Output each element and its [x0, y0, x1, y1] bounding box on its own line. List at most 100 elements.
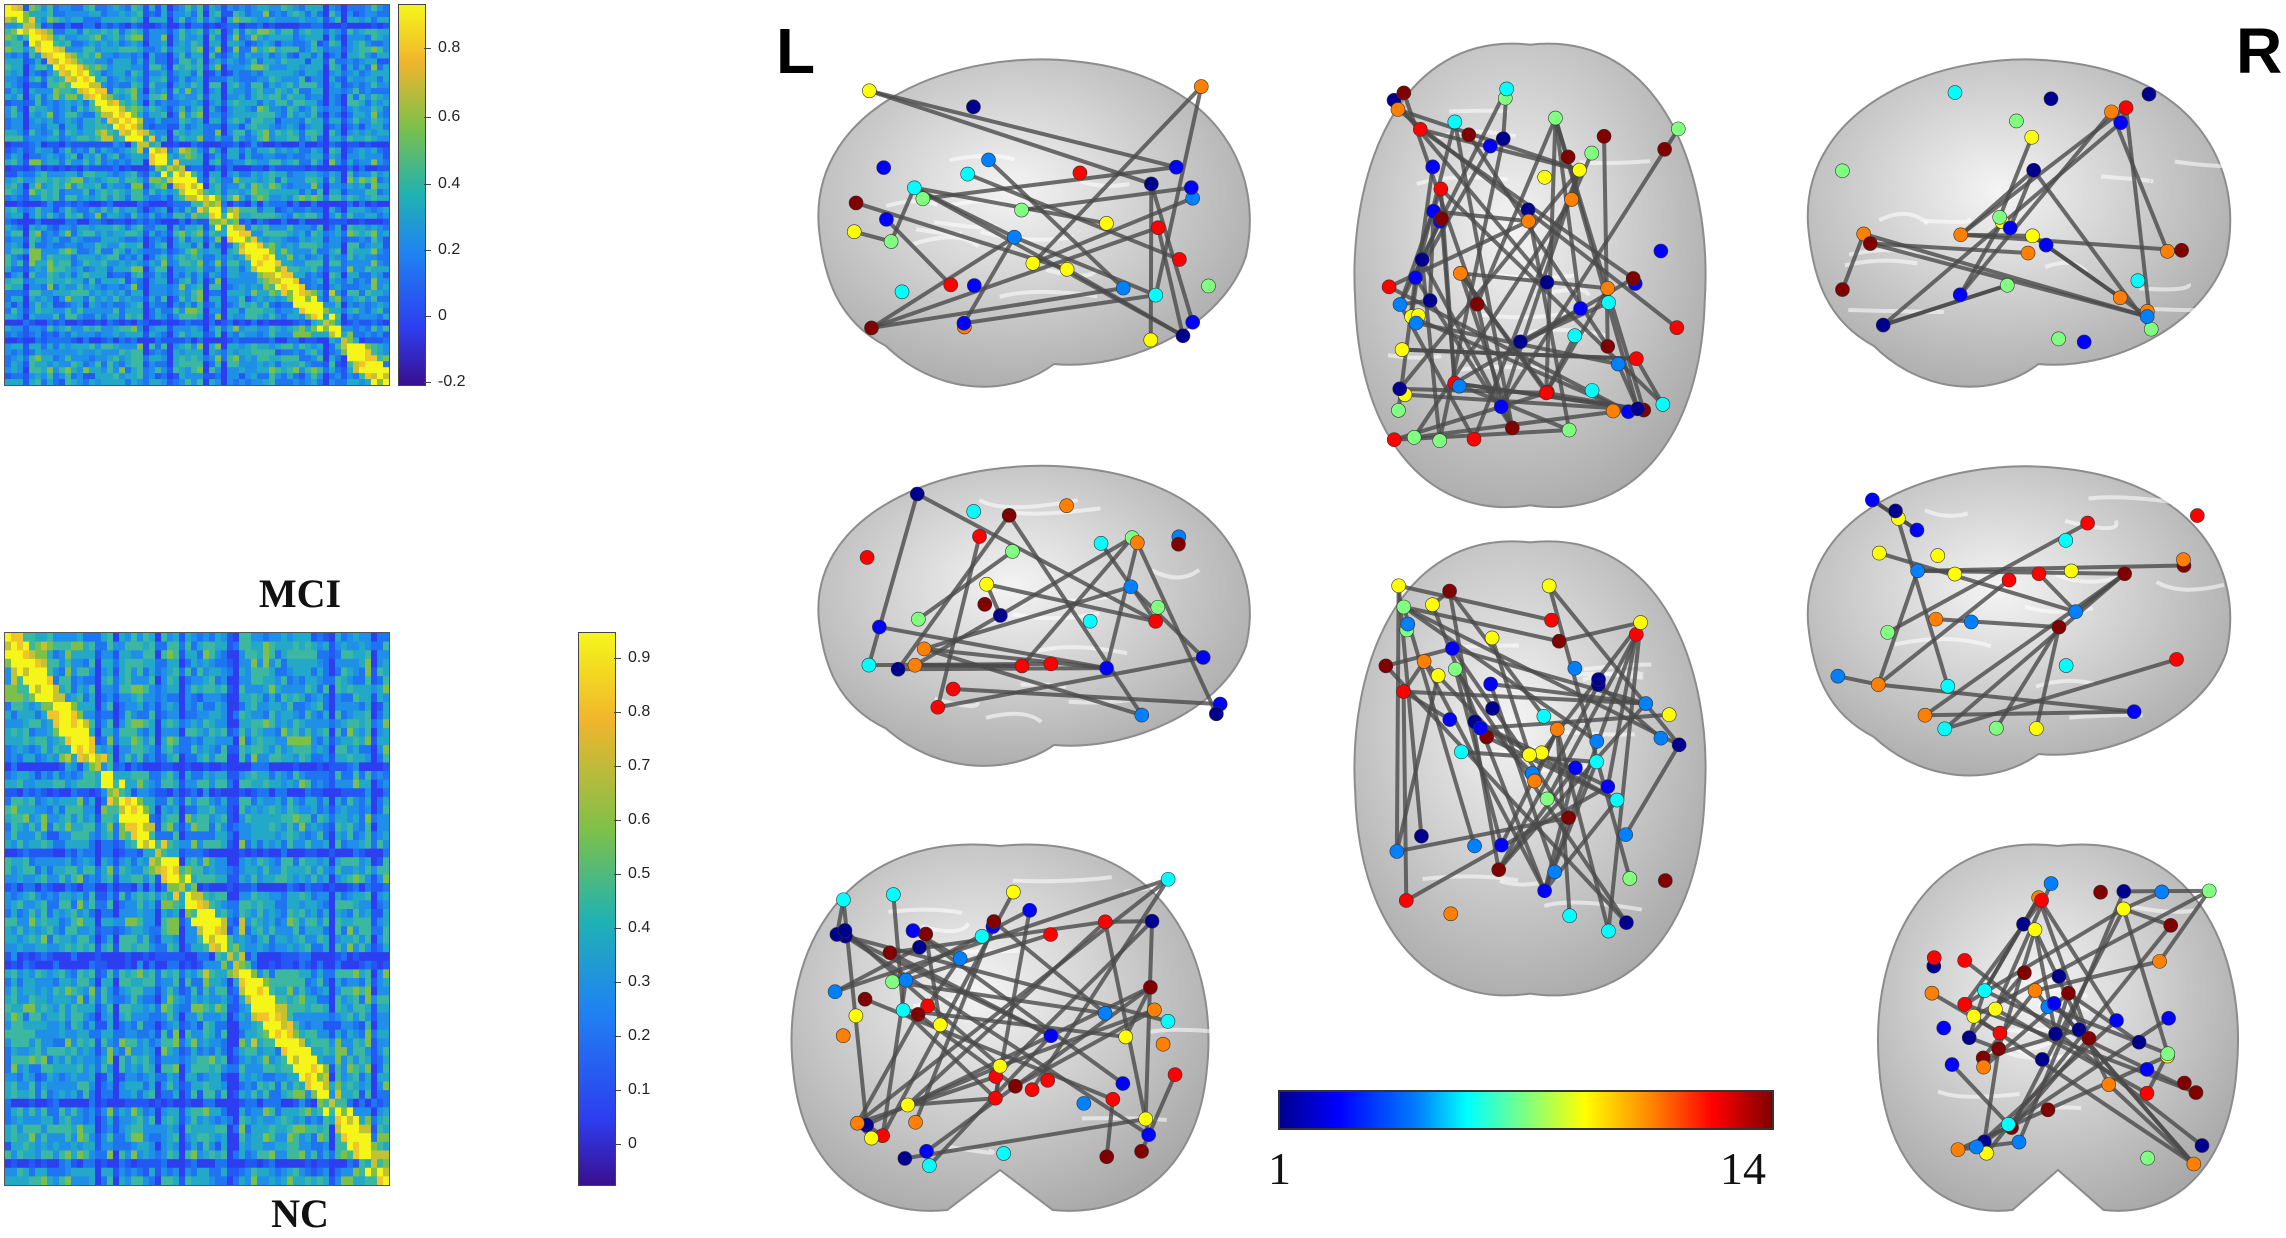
matrix-cell — [83, 76, 90, 83]
matrix-cell — [29, 165, 36, 172]
matrix-cell — [341, 658, 348, 669]
matrix-cell — [317, 349, 324, 356]
matrix-cell — [353, 123, 360, 131]
matrix-cell — [179, 88, 186, 95]
matrix-cell — [83, 117, 90, 125]
matrix-cell — [89, 361, 96, 368]
matrix-cell — [233, 633, 240, 643]
matrix-cell — [311, 236, 318, 243]
matrix-cell — [353, 46, 360, 53]
matrix-cell — [83, 337, 90, 344]
matrix-cell — [125, 111, 132, 119]
matrix-cell — [347, 195, 354, 202]
matrix-cell — [191, 266, 198, 273]
matrix-cell — [347, 693, 354, 703]
matrix-cell — [359, 64, 366, 71]
matrix-cell — [35, 641, 42, 651]
matrix-cell — [377, 236, 384, 243]
matrix-cell — [167, 719, 174, 729]
matrix-cell — [167, 88, 174, 95]
matrix-cell — [83, 745, 90, 755]
matrix-cell — [119, 5, 126, 12]
matrix-cell — [365, 676, 372, 686]
matrix-cell — [365, 295, 372, 303]
matrix-cell — [185, 111, 192, 119]
matrix-cell — [209, 236, 216, 243]
matrix-cell — [161, 301, 168, 309]
matrix-cell — [119, 337, 126, 344]
matrix-cell — [137, 325, 144, 333]
matrix-cell — [365, 159, 372, 166]
matrix-cell — [299, 693, 306, 703]
matrix-cell — [263, 94, 270, 101]
matrix-cell — [233, 337, 240, 344]
matrix-cell — [197, 307, 204, 315]
matrix-cell — [167, 260, 174, 267]
matrix-cell — [173, 147, 180, 154]
matrix-cell — [191, 379, 198, 385]
matrix-cell — [125, 105, 132, 113]
matrix-cell — [89, 676, 96, 686]
matrix-cell — [95, 82, 102, 89]
matrix-cell — [107, 88, 114, 95]
matrix-cell — [41, 307, 48, 315]
matrix-cell — [5, 650, 12, 660]
matrix-cell — [239, 10, 246, 18]
matrix-cell — [173, 111, 180, 119]
matrix-cell — [155, 117, 162, 125]
matrix-cell — [23, 183, 30, 190]
matrix-cell — [377, 117, 384, 125]
matrix-cell — [155, 331, 162, 338]
matrix-cell — [329, 254, 336, 261]
matrix-cell — [179, 117, 186, 125]
matrix-cell — [23, 218, 30, 226]
matrix-cell — [131, 650, 138, 660]
matrix-cell — [209, 16, 216, 24]
matrix-cell — [233, 22, 240, 30]
matrix-cell — [233, 165, 240, 172]
matrix-cell — [287, 100, 294, 107]
matrix-cell — [191, 105, 198, 113]
matrix-cell — [287, 230, 294, 238]
matrix-cell — [65, 88, 72, 95]
matrix-cell — [353, 88, 360, 95]
matrix-cell — [221, 361, 228, 368]
matrix-cell — [5, 230, 12, 238]
matrix-cell — [353, 745, 360, 755]
matrix-cell — [203, 22, 210, 30]
matrix-cell — [371, 200, 378, 208]
matrix-cell — [215, 278, 222, 285]
matrix-cell — [143, 218, 150, 226]
matrix-cell — [353, 284, 360, 291]
matrix-cell — [155, 82, 162, 89]
matrix-cell — [275, 242, 282, 249]
matrix-cell — [113, 76, 120, 83]
matrix-cell — [359, 70, 366, 77]
matrix-cell — [29, 159, 36, 166]
matrix-cell — [59, 684, 66, 694]
matrix-cell — [95, 52, 102, 59]
matrix-cell — [17, 284, 24, 291]
matrix-cell — [113, 266, 120, 273]
matrix-cell — [125, 10, 132, 18]
matrix-cell — [173, 10, 180, 18]
matrix-cell — [323, 147, 330, 154]
matrix-cell — [263, 702, 270, 712]
matrix-cell — [95, 325, 102, 333]
matrix-cell — [269, 367, 276, 374]
matrix-cell — [143, 34, 150, 42]
matrix-cell — [23, 165, 30, 172]
matrix-cell — [155, 100, 162, 107]
matrix-cell — [383, 295, 389, 303]
matrix-cell — [131, 5, 138, 12]
matrix-cell — [233, 46, 240, 53]
matrix-cell — [269, 343, 276, 350]
matrix-cell — [197, 218, 204, 226]
matrix-cell — [185, 70, 192, 77]
matrix-cell — [287, 650, 294, 660]
matrix-cell — [299, 135, 306, 143]
matrix-cell — [143, 343, 150, 350]
matrix-cell — [185, 325, 192, 333]
matrix-cell — [293, 171, 300, 178]
matrix-cell — [353, 224, 360, 232]
